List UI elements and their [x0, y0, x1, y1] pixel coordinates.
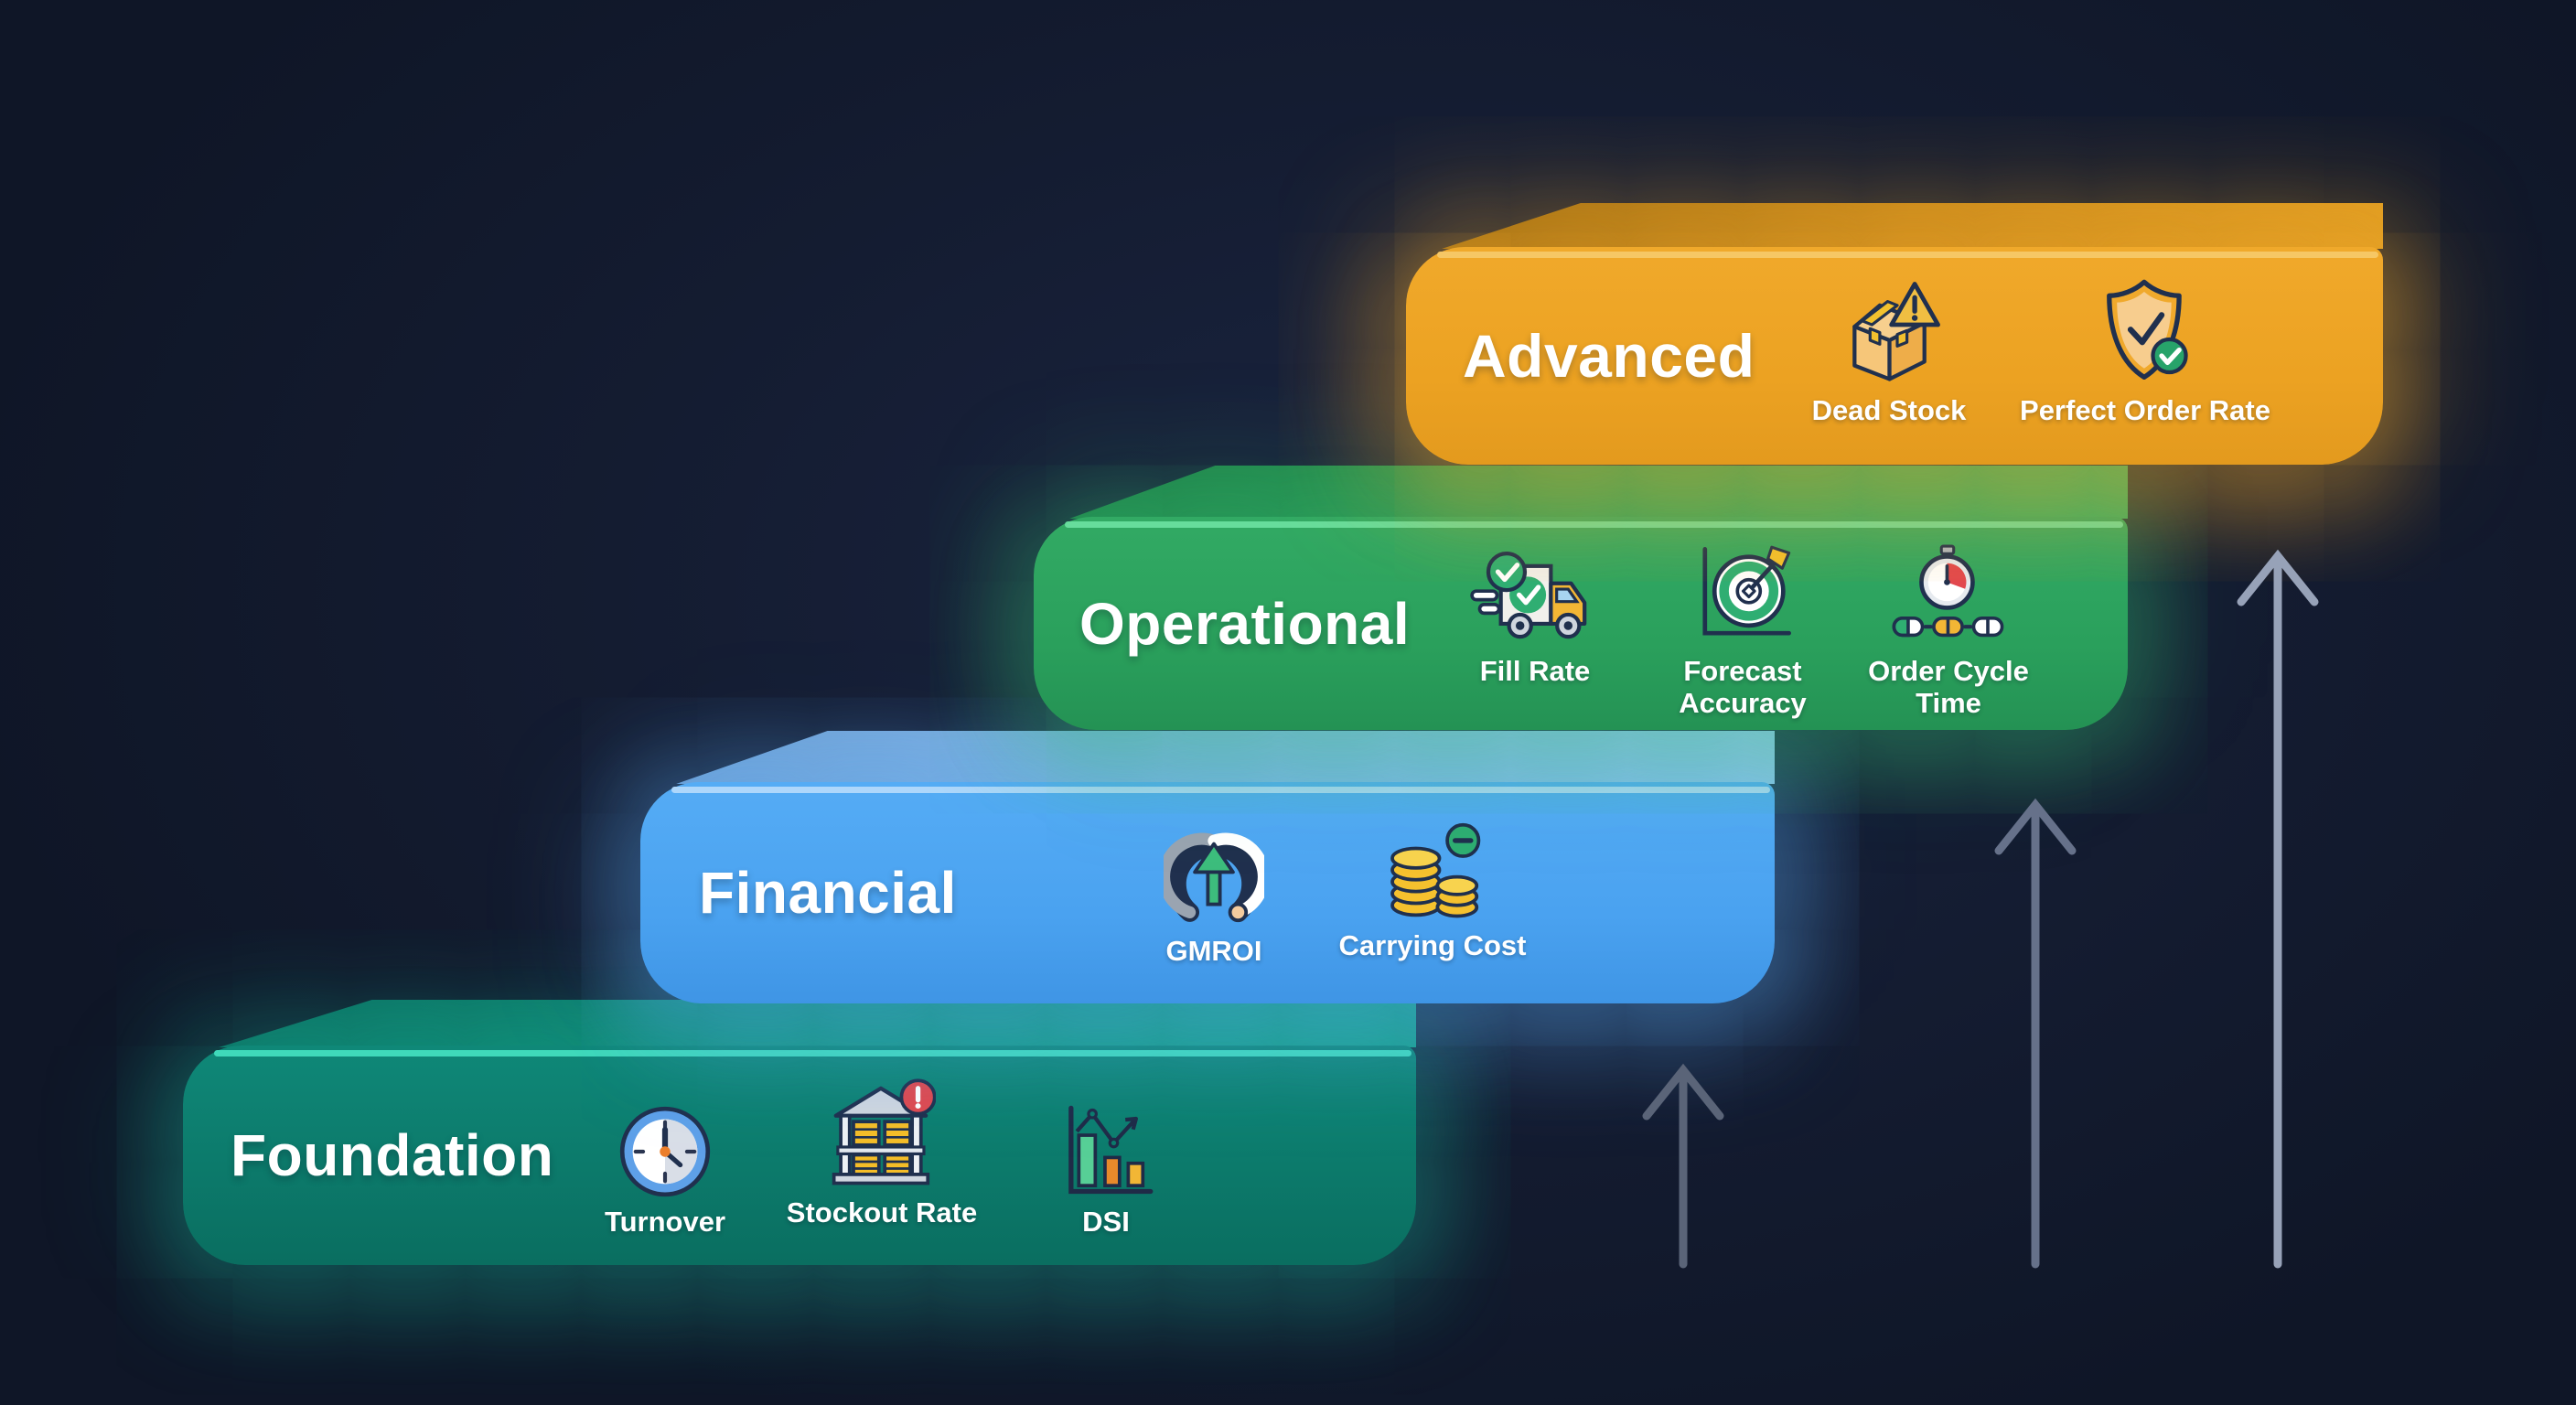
tier-operational: Operational	[1034, 466, 2128, 730]
metric-perfect-order-rate: Perfect Order Rate	[1990, 279, 2301, 427]
coins-minus-icon	[1379, 815, 1487, 923]
metric-carrying-cost: Carrying Cost	[1323, 815, 1542, 962]
tier-advanced-fold	[1439, 203, 2383, 249]
metric-label: Stockout Rate	[786, 1196, 978, 1228]
tier-operational-title: Operational	[1079, 590, 1411, 657]
tier-advanced-bar: Advanced Dead Stock	[1406, 247, 2383, 465]
metric-forecast-accuracy: Forecast Accuracy	[1633, 541, 1852, 719]
tier-foundation-title: Foundation	[231, 1122, 554, 1188]
tier-financial-bar: Financial GMROI	[640, 782, 1775, 1003]
metric-dead-stock: Dead Stock	[1779, 280, 1999, 427]
tier-financial-fold	[673, 731, 1775, 784]
growth-arrow-small	[1642, 1063, 1724, 1269]
metric-label: DSI	[1082, 1206, 1130, 1238]
open-box-warning-icon	[1833, 280, 1945, 388]
metric-gmroi: GMROI	[1104, 820, 1324, 968]
target-arrow-icon	[1688, 541, 1798, 649]
metric-fill-rate: Fill Rate	[1425, 541, 1645, 688]
shield-check-icon	[2091, 279, 2199, 388]
growth-arrow-medium	[1994, 798, 2077, 1269]
tier-financial: Financial GMROI	[640, 731, 1775, 1003]
metric-label: Forecast Accuracy	[1679, 655, 1807, 719]
tier-operational-bar: Operational	[1034, 517, 2128, 730]
metric-stockout-rate: Stockout Rate	[772, 1078, 992, 1229]
metric-label: Order Cycle Time	[1868, 655, 2029, 719]
metric-label: Dead Stock	[1811, 394, 1967, 426]
metric-label: Perfect Order Rate	[2020, 394, 2270, 426]
delivery-truck-check-icon	[1470, 541, 1600, 649]
tier-foundation-fold	[216, 1000, 1416, 1047]
warehouse-alert-icon	[828, 1078, 936, 1190]
tier-operational-fold	[1067, 466, 2128, 519]
tier-foundation: Foundation	[183, 1000, 1416, 1265]
tier-foundation-bar: Foundation	[183, 1046, 1416, 1265]
metric-turnover: Turnover	[555, 1091, 775, 1239]
growth-arrow-large	[2237, 549, 2319, 1269]
gauge-up-arrow-icon	[1164, 820, 1264, 928]
metric-label: Fill Rate	[1479, 655, 1591, 687]
bar-chart-trend-icon	[1057, 1091, 1154, 1199]
clock-icon	[617, 1091, 713, 1199]
metric-label: Carrying Cost	[1338, 929, 1527, 961]
metric-label: GMROI	[1165, 935, 1262, 967]
stopwatch-pills-icon	[1884, 541, 2012, 649]
metric-label: Turnover	[604, 1206, 726, 1238]
tier-financial-title: Financial	[699, 860, 957, 926]
metric-order-cycle-time: Order Cycle Time	[1839, 541, 2058, 719]
tier-advanced-title: Advanced	[1463, 322, 1755, 390]
tier-advanced: Advanced Dead Stock	[1406, 203, 2383, 465]
metric-dsi: DSI	[996, 1091, 1216, 1239]
